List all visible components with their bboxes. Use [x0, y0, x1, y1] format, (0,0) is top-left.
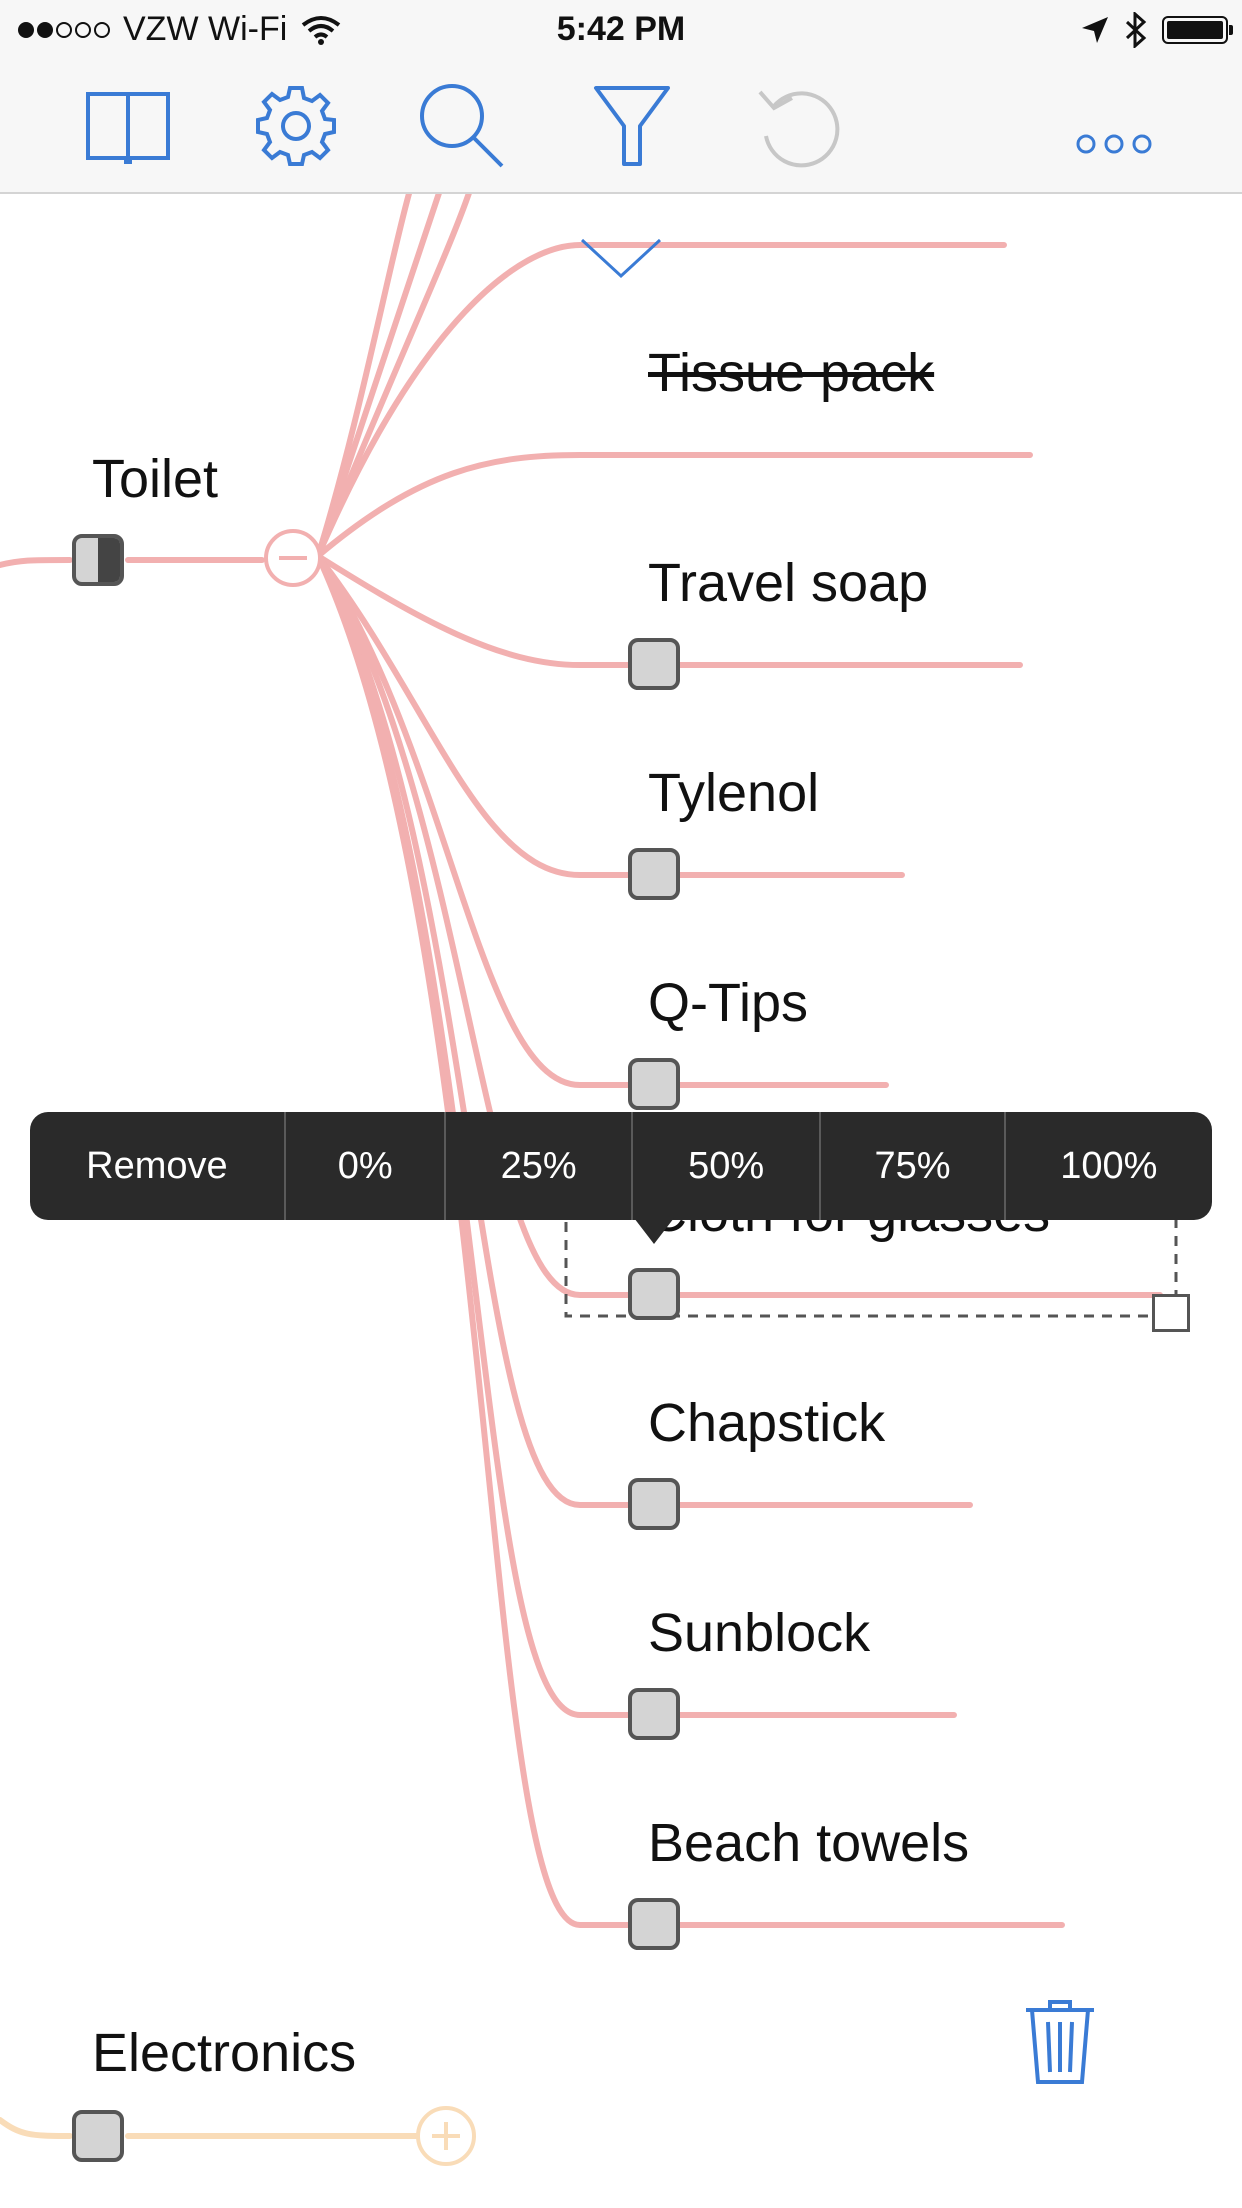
status-time: 5:42 PM	[556, 10, 686, 48]
node-checkbox-toilet[interactable]	[72, 534, 124, 586]
node-checkbox-child[interactable]	[628, 848, 680, 900]
location-arrow-icon	[1082, 17, 1108, 43]
signal-dot	[75, 21, 91, 38]
node-label-child[interactable]: Tylenol	[648, 763, 820, 823]
undo-button[interactable]	[752, 78, 848, 174]
signal-dot	[18, 21, 34, 38]
node-checkbox-child-selected[interactable]	[628, 1268, 680, 1320]
node-label-child[interactable]: Beach towels	[648, 1813, 970, 1873]
node-checkbox-electronics[interactable]	[72, 2110, 124, 2162]
more-button[interactable]	[1066, 96, 1162, 192]
filter-button[interactable]	[584, 78, 680, 174]
node-label-child[interactable]: Q-Tips	[648, 973, 808, 1033]
popup-remove-button[interactable]: Remove	[30, 1112, 286, 1220]
node-checkbox-child[interactable]	[628, 1058, 680, 1110]
popup-50-percent-button[interactable]: 50%	[633, 1112, 822, 1220]
selection-box	[564, 1178, 1178, 1318]
status-right	[1080, 12, 1233, 48]
signal-dot	[94, 21, 110, 38]
gear-icon	[256, 86, 336, 166]
carrier-name: VZW Wi-Fi	[123, 10, 288, 48]
settings-button[interactable]	[248, 78, 344, 174]
status-bar: VZW Wi-Fi 5:42 PM	[0, 0, 1242, 62]
node-label-toilet[interactable]: Toilet	[92, 449, 219, 509]
progress-popup-menu: Remove 0% 25% 50% 75% 100%	[30, 1112, 1212, 1220]
signal-dot	[37, 21, 53, 38]
node-label-child[interactable]: Tissue pack	[648, 343, 935, 403]
popup-25-percent-button[interactable]: 25%	[446, 1112, 633, 1220]
battery-icon	[1162, 16, 1233, 44]
status-left: VZW Wi-Fi	[18, 10, 341, 49]
filter-icon	[594, 86, 670, 166]
popup-0-percent-button[interactable]: 0%	[286, 1112, 447, 1220]
resize-handle[interactable]	[1152, 1294, 1190, 1332]
book-icon	[86, 92, 170, 164]
signal-dot	[56, 21, 72, 38]
battery-fill	[1167, 21, 1223, 39]
collapse-minus-icon[interactable]	[262, 527, 324, 589]
popup-75-percent-button[interactable]: 75%	[821, 1112, 1006, 1220]
checkbox-half-fill	[98, 538, 120, 582]
search-button[interactable]	[414, 78, 510, 174]
node-label-child[interactable]: Sunblock	[648, 1603, 871, 1663]
node-checkbox-child[interactable]	[628, 1898, 680, 1950]
trash-button[interactable]	[1022, 1996, 1098, 2086]
toolbar	[0, 62, 1242, 194]
node-checkbox-child[interactable]	[628, 1478, 680, 1530]
expand-plus-icon[interactable]	[414, 2104, 478, 2168]
chevron-down-icon[interactable]	[578, 236, 664, 282]
node-checkbox-child[interactable]	[628, 1688, 680, 1740]
trash-icon	[1026, 2000, 1094, 2084]
node-label-child[interactable]: Chapstick	[648, 1393, 886, 1453]
undo-icon	[758, 90, 840, 168]
popup-100-percent-button[interactable]: 100%	[1060, 1144, 1158, 1187]
node-label-child[interactable]: Travel soap	[648, 553, 929, 613]
search-icon	[420, 84, 504, 168]
more-icon	[1076, 134, 1152, 154]
node-checkbox-child[interactable]	[628, 638, 680, 690]
node-label-electronics[interactable]: Electronics	[92, 2023, 357, 2083]
popup-arrow	[634, 1218, 674, 1244]
outline-view-button[interactable]	[80, 78, 176, 174]
wifi-icon	[302, 15, 341, 45]
bluetooth-icon	[1125, 12, 1147, 48]
